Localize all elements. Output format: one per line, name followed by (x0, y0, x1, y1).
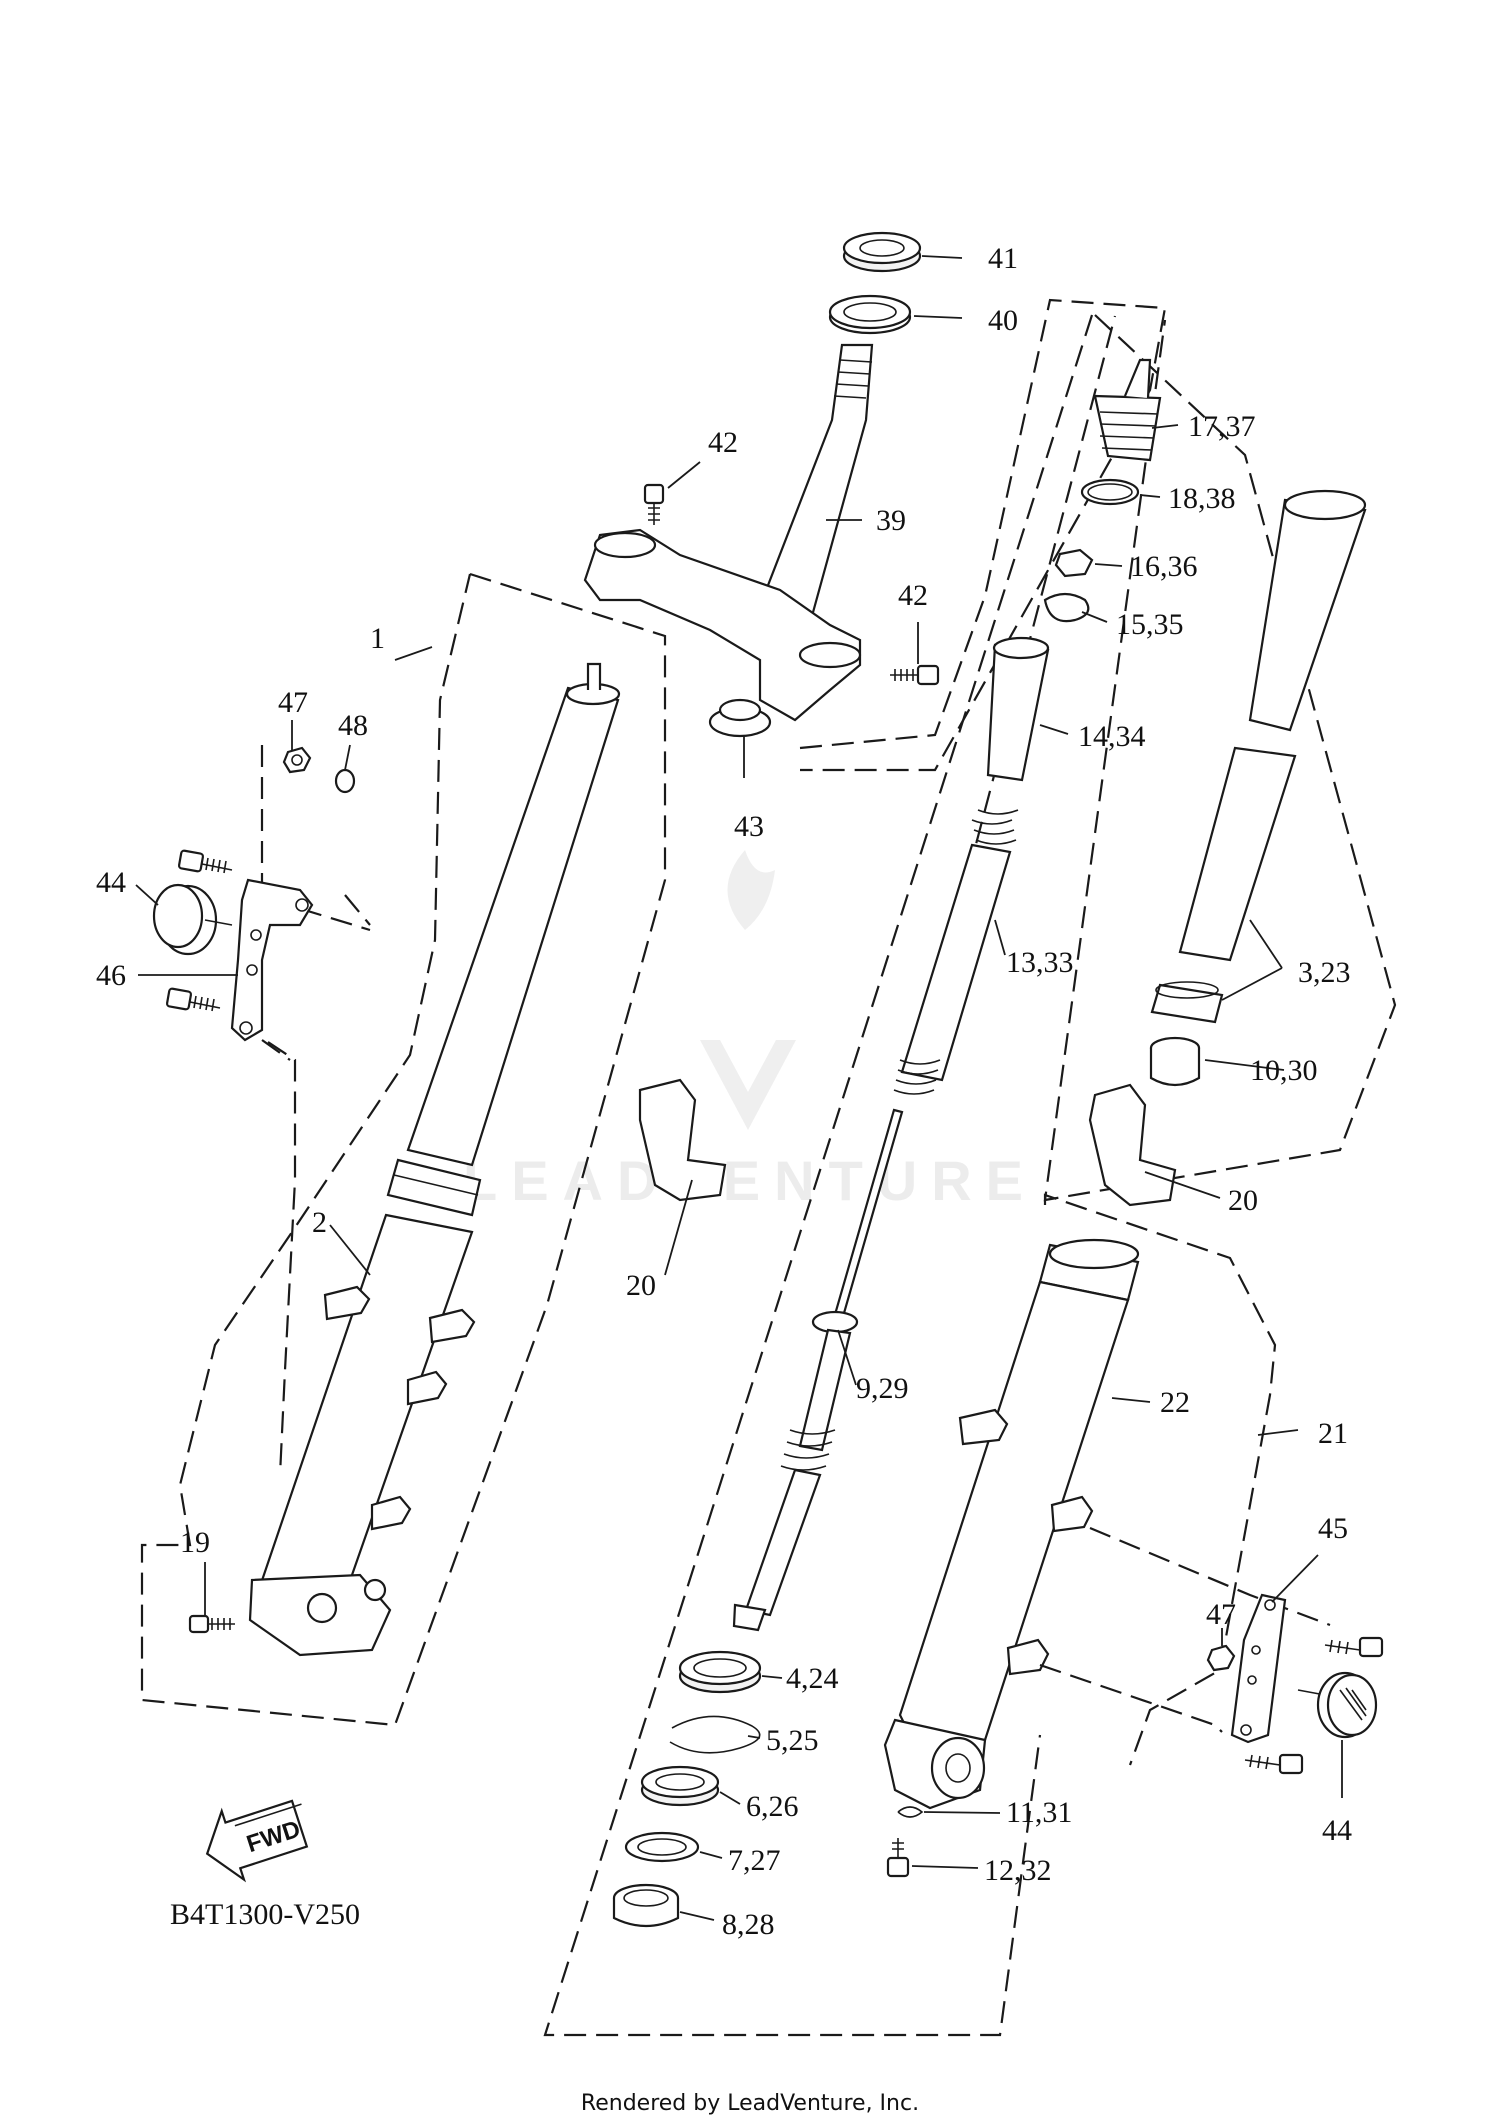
left-inner-tube (406, 686, 620, 1167)
callout-44-right: 44 (1322, 1814, 1352, 1847)
fwd-arrow-icon: FWD (205, 1799, 309, 1883)
center-internals (543, 314, 1117, 2037)
callout-labels: 41 40 42 39 42 43 1 2 19 44 46 47 48 17,… (96, 242, 1352, 1941)
callout-21: 21 (1318, 1417, 1348, 1450)
callout-1: 1 (370, 622, 385, 655)
leadventure-watermark: LEADVENTURE (463, 850, 1037, 1212)
watermark-text: LEADVENTURE (463, 1149, 1037, 1212)
left-hose-holder-group (152, 745, 371, 1476)
callout-47-left: 47 (278, 686, 308, 719)
guard-20-left (638, 1078, 727, 1202)
under-bracket (583, 528, 862, 722)
cap-48 (334, 768, 356, 794)
reflector-44-left (152, 883, 233, 956)
right-outer-tube-outline (1043, 1193, 1277, 1766)
footer-credit: Rendered by LeadVenture, Inc. (581, 2091, 919, 2116)
callout-47-right: 47 (1206, 1598, 1236, 1631)
bracket-45 (1230, 1593, 1287, 1744)
bolt-12-32 (886, 1838, 910, 1878)
callout-15-35: 15,35 (1116, 608, 1184, 641)
bolt-19 (188, 1614, 235, 1634)
collar-14-34 (986, 636, 1050, 782)
cap-bolt-17-37 (1093, 358, 1162, 462)
callout-48: 48 (338, 709, 368, 742)
callout-13-33: 13,33 (1006, 946, 1074, 979)
callout-20-right: 20 (1228, 1184, 1258, 1217)
callout-42-right: 42 (898, 579, 928, 612)
bolt-lower-left (165, 987, 221, 1012)
bushing-8-28 (612, 1883, 680, 1928)
callout-8-28: 8,28 (722, 1908, 775, 1941)
clip-5-25 (669, 1715, 761, 1754)
callout-40: 40 (988, 304, 1018, 337)
bushing-3-23 (1150, 981, 1224, 1024)
bolt-42-right (890, 664, 940, 686)
callout-7-27: 7,27 (728, 1844, 781, 1877)
leader-lines (135, 255, 1343, 1921)
callout-11-31: 11,31 (1006, 1796, 1072, 1829)
bracket-46 (230, 878, 314, 1042)
right-hose-holder-group (1039, 1526, 1384, 1775)
damper-rod-9-29 (732, 1108, 904, 1632)
callout-9-29: 9,29 (856, 1372, 909, 1405)
callout-17-37: 17,37 (1188, 410, 1256, 443)
right-fork-assembly (883, 314, 1397, 1878)
left-dust-seal (386, 1158, 482, 1217)
bolt-upper-right (1324, 1636, 1384, 1658)
callout-14-34: 14,34 (1078, 720, 1146, 753)
left-holder-leader-dash (260, 745, 371, 932)
callout-4-24: 4,24 (786, 1662, 839, 1695)
right-cartridge-outline (1043, 314, 1397, 1202)
callout-3-23: 3,23 (1298, 956, 1351, 989)
callout-12-32: 12,32 (984, 1854, 1052, 1887)
callout-22: 22 (1160, 1386, 1190, 1419)
callout-20-left: 20 (626, 1269, 656, 1302)
right-inner-tube-lower (1178, 746, 1297, 962)
seal-40 (828, 294, 912, 335)
bearing-41 (842, 231, 922, 273)
clip-11-31 (897, 1806, 924, 1818)
callout-39: 39 (876, 504, 906, 537)
bolt-upper-left (177, 849, 233, 874)
callout-42-upper: 42 (708, 426, 738, 459)
nut-16-36 (1054, 548, 1094, 578)
guard-20-right (1088, 1083, 1177, 1207)
callout-43: 43 (734, 810, 764, 843)
callout-10-30: 10,30 (1250, 1054, 1318, 1087)
bolt-42-upper (643, 483, 665, 525)
callout-6-26: 6,26 (746, 1790, 799, 1823)
oil-seal-6-26 (640, 1765, 720, 1807)
center-internals-outline (543, 314, 1094, 2037)
callout-5-25: 5,25 (766, 1724, 819, 1757)
callout-41: 41 (988, 242, 1018, 275)
callout-2: 2 (312, 1206, 327, 1239)
nut-47-left (282, 746, 312, 774)
steering-dash-outline (799, 298, 1167, 772)
callout-46: 46 (96, 959, 126, 992)
bolt-lower-right (1244, 1753, 1304, 1775)
callout-45: 45 (1318, 1512, 1348, 1545)
callout-44-left: 44 (96, 866, 126, 899)
diagram-code: B4T1300-V250 (170, 1898, 360, 1931)
callout-19: 19 (180, 1526, 210, 1559)
reflector-44-right (1297, 1671, 1378, 1739)
right-holder-leader-dash (1089, 1526, 1331, 1627)
left-fork-assembly-outline (140, 572, 667, 1727)
left-fork-assembly (140, 572, 667, 1727)
piece-10-30 (1149, 1036, 1201, 1087)
nut-47-right (1206, 1644, 1236, 1672)
callout-18-38: 18,38 (1168, 482, 1236, 515)
callout-16-36: 16,36 (1130, 550, 1198, 583)
left-holder-leader-dash-lower (267, 1041, 297, 1476)
ring-nut-43 (708, 698, 772, 738)
washer-15-35 (1043, 592, 1090, 623)
washer-7-27 (624, 1831, 700, 1863)
seal-4-24 (678, 1650, 762, 1694)
steering-assembly (583, 231, 1167, 772)
spring-13-33 (893, 809, 1019, 1095)
left-tube-valve (586, 662, 602, 690)
right-inner-tube-upper (1248, 498, 1367, 732)
